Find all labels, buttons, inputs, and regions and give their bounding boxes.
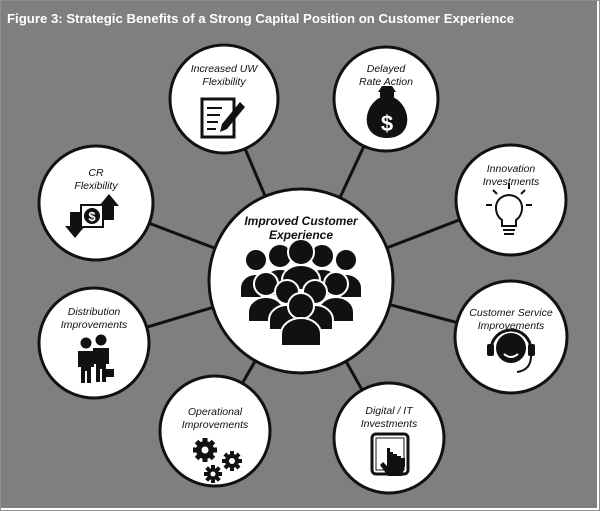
node-label-rate-line-1: Delayed [366, 63, 406, 75]
node-circle-operational [158, 374, 272, 488]
node-label-distribution: Distribution Improvements [46, 306, 142, 331]
tablet-touch-icon [370, 432, 410, 476]
node-label-digital-line-2: Investments [360, 417, 418, 430]
gears-icon [193, 438, 242, 483]
node-label-cr-line-1: CR [88, 167, 104, 179]
node-label-uw-line-2: Flexibility [202, 75, 246, 88]
node-label-operational-line-1: Operational [187, 406, 243, 418]
document-pen-icon [200, 97, 245, 139]
node-circle-cr [37, 144, 155, 262]
figure-header: Figure 3: Strategic Benefits of a Strong… [1, 1, 597, 37]
node-label-innovation-line-2: Investments [482, 175, 540, 188]
dollar-sign: $ [88, 209, 96, 224]
node-circle-innovation [454, 143, 568, 257]
node-label-distribution-line-2: Improvements [60, 318, 128, 331]
node-label-distribution-line-1: Distribution [67, 306, 121, 318]
node-label-rate-line-2: Rate Action [359, 75, 413, 88]
node-label-rate: Delayed Rate Action [338, 63, 434, 88]
node-circle-distribution [37, 286, 151, 400]
node-label-uw: Increased UW Flexibility [176, 63, 272, 88]
center-label-line-1: Improved Customer [244, 214, 358, 228]
node-label-operational: Operational Improvements [167, 406, 263, 431]
figure-title: Figure 3: Strategic Benefits of a Strong… [7, 11, 515, 26]
node-label-digital-line-1: Digital / IT [365, 405, 413, 417]
headset-agent-icon [487, 328, 535, 373]
node-label-cr: CR Flexibility [48, 167, 144, 192]
node-label-service-line-2: Improvements [477, 319, 545, 332]
dollar-arrows-icon: $ [65, 194, 119, 238]
node-label-innovation: Innovation Investments [463, 163, 559, 188]
money-bag-icon: $ [366, 86, 408, 138]
node-label-cr-line-2: Flexibility [74, 179, 118, 192]
node-label-operational-line-2: Improvements [181, 418, 249, 431]
people-group-icon [239, 238, 363, 347]
node-label-innovation-line-1: Innovation [486, 163, 536, 175]
center-label: Improved Customer Experience [236, 214, 366, 242]
node-label-service-line-1: Customer Service [469, 307, 553, 319]
center-label-line-2: Experience [268, 228, 334, 242]
node-label-digital: Digital / IT Investments [341, 405, 437, 430]
businessmen-icon [78, 334, 114, 383]
node-label-uw-line-1: Increased UW [190, 63, 258, 75]
lightbulb-icon [486, 183, 532, 235]
node-label-service: Customer Service Improvements [463, 307, 559, 332]
money-sign: $ [381, 111, 393, 136]
